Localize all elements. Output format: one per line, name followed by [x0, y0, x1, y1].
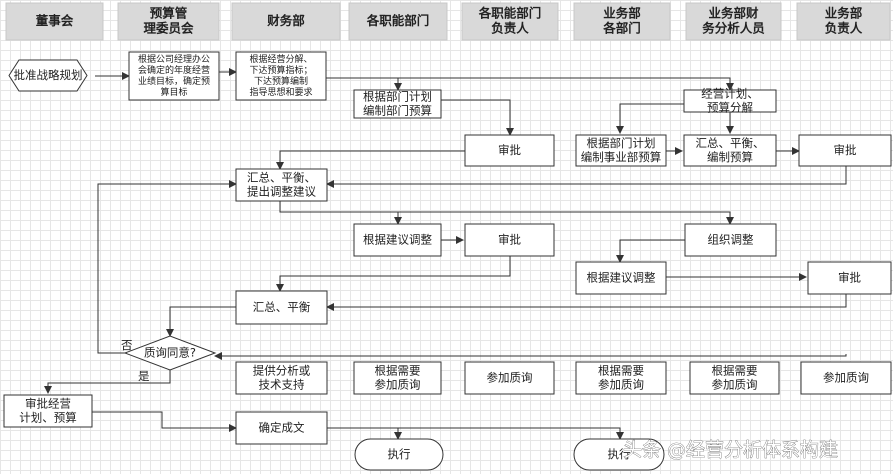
connector	[398, 427, 624, 440]
node-label: 根据公司经理办公会确定的年度经营业绩目标，确定预算目标	[138, 53, 210, 98]
connector	[326, 77, 402, 91]
node-decision: 质询同意?	[123, 335, 217, 371]
node-label: 参加质询	[487, 371, 533, 385]
node-label: 执行	[608, 447, 631, 461]
swimlane-header: 业务部各部门	[573, 2, 671, 41]
swimlane-header-label: 业务部各部门	[602, 6, 641, 36]
swimlane-header-label: 各职能部门	[366, 13, 430, 28]
connector	[214, 352, 847, 360]
swimlane-headers: 董事会 预算管理委员会 财务部 各职能部门 各职能部门负责人 业务部各部门 业务部财务分析人…	[5, 2, 891, 41]
node-func-review2: 审批	[464, 223, 555, 257]
connector	[166, 306, 236, 337]
node-label: 汇总、平衡	[253, 300, 311, 314]
node-biz-dept-budget: 根据部门计划编制事业部预算	[575, 134, 667, 167]
node-label: 提供分析或技术支持	[253, 364, 311, 392]
swimlane-header-label: 业务部负责人	[825, 6, 863, 36]
connector	[97, 180, 237, 354]
node-biz-join: 根据需要参加质询	[575, 361, 667, 395]
node-fin-summary: 汇总、平衡、提出调整建议	[235, 168, 328, 202]
node-execute1: 执行	[354, 438, 444, 471]
node-label: 审批	[838, 271, 861, 285]
flow-nodes: 批准战略规划 根据公司经理办公会确定的年度经营业绩目标，确定预算目标根据经营分解、…	[3, 51, 892, 471]
node-label: 汇总、平衡、编制预算	[696, 136, 765, 164]
node-biz-adjust: 根据建议调整	[575, 261, 667, 295]
swimlane-header: 各职能部门负责人	[461, 2, 559, 41]
connector	[326, 77, 734, 91]
node-biz-organize: 组织调整	[684, 223, 777, 257]
node-label: 汇总、平衡、提出调整建议	[247, 171, 316, 199]
swimlane-header: 董事会	[5, 2, 104, 41]
node-fin-support: 提供分析或技术支持	[235, 361, 328, 395]
node-func-join: 根据需要参加质询	[353, 361, 442, 395]
node-biz-review2: 审批	[807, 261, 892, 295]
node-label: 根据经营分解、下达预算指标；下达预算编制指导思想和要求	[249, 53, 312, 98]
node-label: 经营计划、预算分解	[701, 87, 759, 115]
connector	[276, 256, 511, 292]
node-label: 参加质询	[823, 371, 869, 385]
connector	[92, 411, 237, 432]
node-committee-targets: 根据公司经理办公会确定的年度经营业绩目标，确定预算目标	[128, 51, 220, 101]
node-approve-strategy: 批准战略规划	[8, 59, 88, 92]
node-label: 执行	[388, 447, 411, 461]
node-finalize: 确定成文	[235, 411, 328, 445]
swimlane-header: 业务部财务分析人员	[685, 2, 782, 41]
node-func-budget: 根据部门计划编制部门预算	[353, 89, 442, 119]
connector	[616, 239, 685, 263]
node-biz-plan: 经营计划、预算分解	[683, 87, 777, 115]
swimlane-header: 财务部	[231, 2, 341, 41]
connector	[441, 99, 514, 136]
node-label: 根据需要参加质询	[598, 364, 644, 392]
swimlane-header: 业务部负责人	[796, 2, 891, 41]
node-biz-review1: 审批	[798, 134, 892, 167]
node-fin-summary2: 汇总、平衡	[235, 290, 328, 325]
watermark: 头条 @经营分析体系构建	[623, 439, 838, 461]
decision-no-label: 否	[121, 338, 133, 352]
connectors	[44, 68, 847, 440]
connector	[326, 166, 847, 188]
node-label: 根据建议调整	[587, 271, 656, 285]
swimlane-header-label: 各职能部门负责人	[478, 6, 542, 36]
node-label: 确定成文	[259, 421, 305, 435]
node-label: 组织调整	[708, 233, 754, 247]
swimlane-header: 预算管理委员会	[117, 2, 220, 41]
node-board-approve: 审批经营计划、预算	[3, 394, 93, 428]
swimlane-header: 各职能部门	[348, 2, 448, 41]
swimlane-header-label: 业务部财务分析人员	[702, 6, 765, 36]
connector	[616, 103, 684, 134]
node-label: 根据需要参加质询	[375, 364, 421, 392]
node-label: 批准战略规划	[14, 68, 83, 82]
connector	[398, 211, 734, 225]
node-label: 根据部门计划编制事业部预算	[581, 136, 662, 164]
node-label: 质询同意?	[144, 346, 196, 360]
node-biz-head-join: 参加质询	[800, 361, 892, 395]
connector	[276, 150, 465, 170]
swimlane-header-label: 董事会	[36, 13, 74, 28]
connector	[326, 427, 402, 440]
node-finance-guidance: 根据经营分解、下达预算指标；下达预算编制指导思想和要求	[235, 51, 327, 101]
connector	[326, 294, 847, 311]
node-func-head-join: 参加质询	[464, 361, 555, 395]
connector	[44, 370, 171, 394]
node-execute2: 执行	[573, 438, 665, 471]
node-func-adjust: 根据建议调整	[353, 223, 442, 257]
node-label: 根据建议调整	[363, 233, 432, 247]
node-func-review1: 审批	[464, 134, 555, 167]
node-biz-summary: 汇总、平衡、编制预算	[683, 134, 777, 167]
node-label: 审批	[834, 143, 857, 157]
swimlane-header-label: 财务部	[266, 13, 305, 28]
node-biz-analyst-join: 根据需要参加质询	[689, 361, 780, 395]
node-label: 审批	[498, 233, 521, 247]
node-label: 根据部门计划编制部门预算	[363, 90, 432, 118]
node-label: 根据需要参加质询	[712, 364, 758, 392]
connector	[279, 201, 402, 225]
swimlane-header-label: 预算管理委员会	[143, 6, 194, 36]
decision-yes-label: 是	[138, 369, 150, 383]
node-label: 审批经营计划、预算	[19, 397, 77, 425]
node-label: 审批	[498, 143, 521, 157]
